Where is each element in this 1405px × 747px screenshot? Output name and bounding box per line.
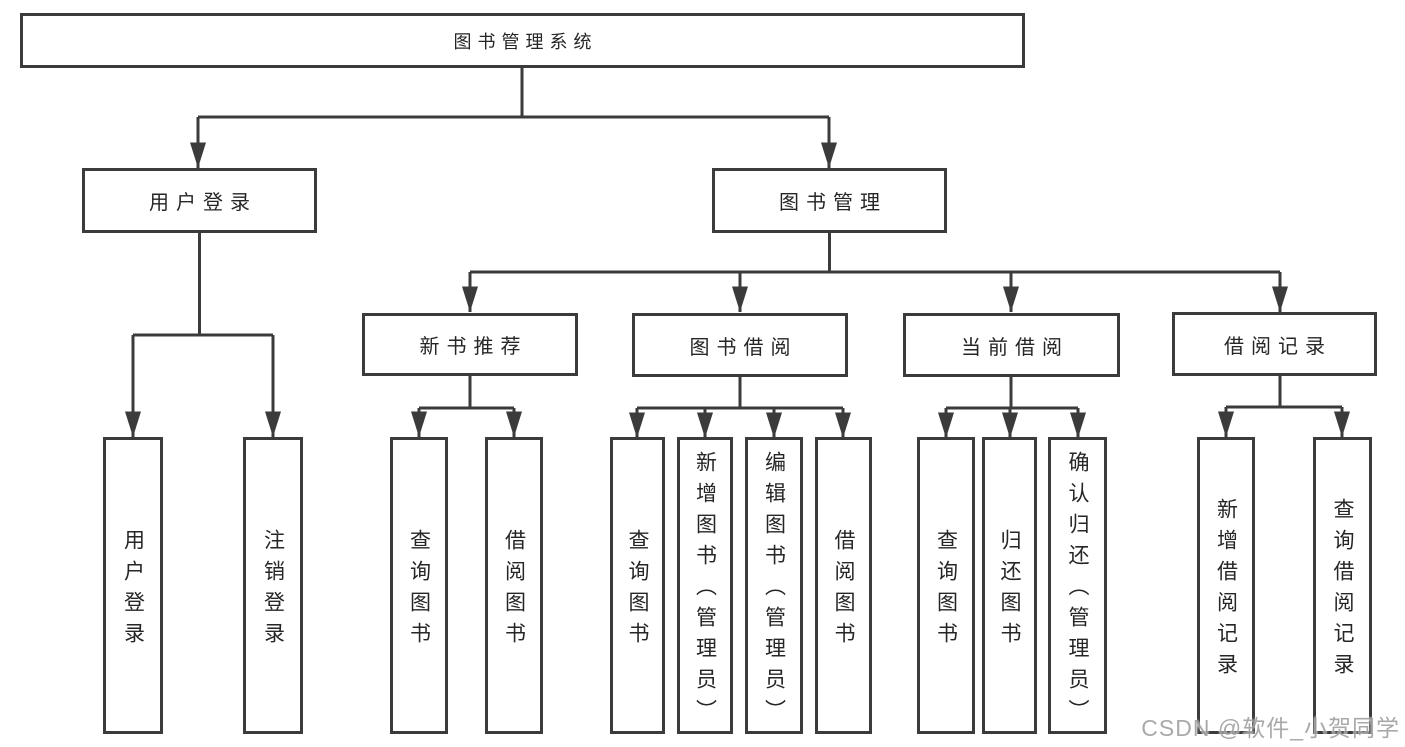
node-current-borrowing: 当前借阅: [903, 313, 1120, 377]
node-user-login: 用户登录: [82, 168, 317, 233]
leaf-borrow-books-1: 借阅图书: [485, 437, 543, 734]
node-label: 图书管理: [779, 192, 887, 214]
node-label: 图书借阅: [689, 336, 798, 359]
node-label: 图书管理系统: [453, 31, 598, 52]
leaf-label: 确认归还（管理员）: [1066, 451, 1089, 730]
node-label: 新书推荐: [419, 336, 528, 358]
node-label: 当前借阅: [961, 336, 1069, 359]
leaf-query-borrowing-record: 查询借阅记录: [1313, 437, 1372, 734]
node-library-management-system: 图书管理系统: [20, 13, 1025, 68]
leaf-edit-book-admin: 编辑图书（管理员）: [745, 437, 803, 734]
leaf-confirm-return-admin: 确认归还（管理员）: [1048, 437, 1107, 734]
leaf-label: 查询图书: [626, 528, 649, 653]
node-borrowing-records: 借阅记录: [1172, 312, 1377, 376]
leaf-label: 编辑图书（管理员）: [762, 451, 786, 730]
leaf-add-book-admin: 新增图书（管理员）: [677, 437, 733, 734]
leaf-logout: 注销登录: [243, 437, 303, 734]
node-book-management: 图书管理: [712, 168, 947, 233]
leaf-label: 注销登录: [261, 528, 285, 653]
leaf-borrow-books-2: 借阅图书: [815, 437, 872, 734]
leaf-label: 新增借阅记录: [1214, 497, 1238, 684]
leaf-label: 借阅图书: [502, 528, 526, 653]
node-label: 借阅记录: [1224, 335, 1332, 358]
leaf-query-books-2: 查询图书: [610, 437, 665, 734]
leaf-return-book: 归还图书: [982, 437, 1037, 734]
leaf-label: 查询图书: [407, 528, 431, 653]
leaf-label: 借阅图书: [832, 528, 855, 653]
leaf-query-books-3: 查询图书: [917, 437, 975, 734]
node-new-book-recommendation: 新书推荐: [362, 313, 578, 376]
leaf-label: 查询图书: [934, 528, 958, 653]
node-book-borrowing: 图书借阅: [632, 313, 848, 377]
csdn-watermark: CSDN @软件_小贺同学: [1141, 715, 1400, 741]
leaf-label: 用户登录: [121, 528, 145, 653]
leaf-query-books-1: 查询图书: [390, 437, 448, 734]
leaf-user-login: 用户登录: [103, 437, 163, 734]
node-label: 用户登录: [149, 192, 257, 214]
leaf-label: 新增图书（管理员）: [693, 451, 717, 730]
leaf-label: 查询借阅记录: [1331, 497, 1354, 684]
leaf-label: 归还图书: [998, 528, 1021, 653]
leaf-add-borrowing-record: 新增借阅记录: [1197, 437, 1255, 734]
